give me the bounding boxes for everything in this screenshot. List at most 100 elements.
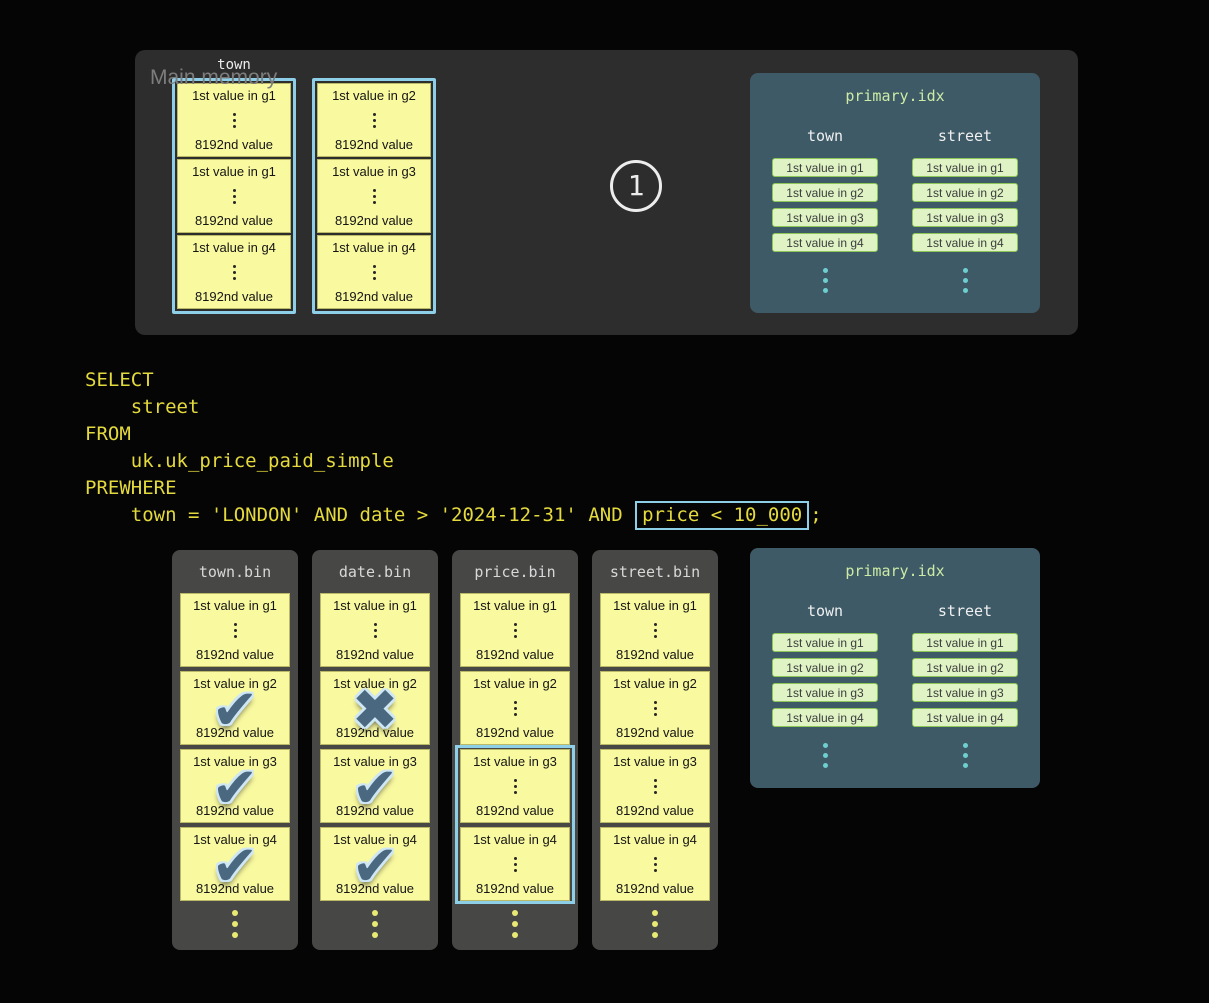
granule-first-value: 1st value in g1: [193, 598, 277, 613]
ellipsis-dots-icon: [233, 778, 237, 794]
ellipsis-dots-icon: [233, 700, 237, 716]
primary-idx-columns: town 1st value in g1 1st value in g2 1st va…: [750, 127, 1040, 293]
granule-first-value: 1st value in g3: [332, 164, 416, 179]
query-line: FROM: [85, 421, 822, 448]
index-entry: 1st value in g4: [912, 708, 1018, 727]
granule-last-value: 8192nd value: [475, 803, 555, 818]
index-column-header: town: [806, 127, 844, 145]
index-entry: 1st value in g1: [772, 633, 878, 652]
query-text: ;: [810, 504, 822, 526]
cross-mark-icon: ✖: [351, 677, 399, 743]
index-entry: 1st value in g2: [772, 183, 878, 202]
index-entry: 1st value in g1: [912, 633, 1018, 652]
granule-last-value: 8192nd value: [615, 803, 695, 818]
bin-file-title: street.bin: [609, 563, 701, 581]
primary-idx-column-street: street 1st value in g1 1st value in g2 1st …: [912, 602, 1018, 768]
primary-idx-title: primary.idx: [845, 562, 945, 580]
primary-idx-column-street: street 1st value in g1 1st value in g2 1st …: [912, 127, 1018, 293]
index-entry: 1st value in g1: [912, 158, 1018, 177]
ellipsis-dots-icon: [513, 622, 517, 638]
granule-last-value: 8192nd value: [335, 647, 415, 662]
query-text: uk.uk_price_paid_simple: [85, 450, 394, 472]
index-entry: 1st value in g3: [772, 208, 878, 227]
check-mark-icon: ✔: [351, 833, 399, 899]
step-number: 1: [627, 169, 645, 202]
ellipsis-dots-icon: [513, 700, 517, 716]
index-entry: 1st value in g1: [772, 158, 878, 177]
granule-last-value: 8192nd value: [615, 647, 695, 662]
granule-last-value: 8192nd value: [195, 803, 275, 818]
granule-last-value: 8192nd value: [615, 725, 695, 740]
primary-idx-panel-top: primary.idx town 1st value in g1 1st value …: [750, 73, 1040, 313]
granule-first-value: 1st value in g4: [192, 240, 276, 255]
highlighted-predicate: price < 10_000: [635, 501, 810, 530]
ellipsis-dots-icon: [962, 268, 968, 293]
ellipsis-dots-icon: [372, 264, 376, 280]
query-text: FROM: [85, 423, 131, 445]
main-memory-label: Main memory: [150, 66, 278, 89]
ellipsis-dots-icon: [373, 778, 377, 794]
granule-last-value: 8192nd value: [335, 803, 415, 818]
index-column-header: street: [937, 127, 993, 145]
query-line: town = 'LONDON' AND date > '2024-12-31' …: [85, 501, 822, 530]
primary-idx-column-town: town 1st value in g1 1st value in g2 1st va…: [772, 127, 878, 293]
granule-last-value: 8192nd value: [194, 137, 274, 152]
granule-first-value: 1st value in g4: [613, 832, 697, 847]
granule-first-value: 1st value in g2: [193, 676, 277, 691]
granule-block: 1st value in g4 8192nd value: [460, 827, 570, 901]
index-entry: 1st value in g3: [912, 208, 1018, 227]
granule-block: 1st value in g4 8192nd value: [600, 827, 710, 901]
check-mark-icon: ✔: [211, 833, 259, 899]
ellipsis-dots-icon: [373, 856, 377, 872]
granule-block: 1st value in g2 8192nd value: [460, 671, 570, 745]
ellipsis-dots-icon: [372, 188, 376, 204]
granule-first-value: 1st value in g4: [332, 240, 416, 255]
index-column-header: street: [937, 602, 993, 620]
town-column-label: town: [217, 57, 251, 73]
ellipsis-dots-icon: [653, 778, 657, 794]
ellipsis-dots-icon: [460, 910, 570, 938]
index-entry: 1st value in g2: [912, 183, 1018, 202]
granule-last-value: 8192nd value: [335, 881, 415, 896]
index-entry: 1st value in g4: [912, 233, 1018, 252]
ellipsis-dots-icon: [232, 264, 236, 280]
ellipsis-dots-icon: [232, 188, 236, 204]
query-text: PREWHERE: [85, 477, 177, 499]
granule-first-value: 1st value in g4: [333, 832, 417, 847]
index-entry: 1st value in g2: [912, 658, 1018, 677]
ellipsis-dots-icon: [180, 910, 290, 938]
granule-first-value: 1st value in g3: [613, 754, 697, 769]
check-mark-icon: ✔: [351, 755, 399, 821]
granule-last-value: 8192nd value: [335, 725, 415, 740]
ellipsis-dots-icon: [653, 622, 657, 638]
check-mark-icon: ✔: [211, 755, 259, 821]
granule-last-value: 8192nd value: [615, 881, 695, 896]
granule-last-value: 8192nd value: [475, 881, 555, 896]
granule-last-value: 8192nd value: [475, 725, 555, 740]
ellipsis-dots-icon: [373, 622, 377, 638]
granule-first-value: 1st value in g4: [473, 832, 557, 847]
granule-last-value: 8192nd value: [195, 881, 275, 896]
ellipsis-dots-icon: [320, 910, 430, 938]
primary-idx-title: primary.idx: [845, 87, 945, 105]
granule-first-value: 1st value in g2: [473, 676, 557, 691]
